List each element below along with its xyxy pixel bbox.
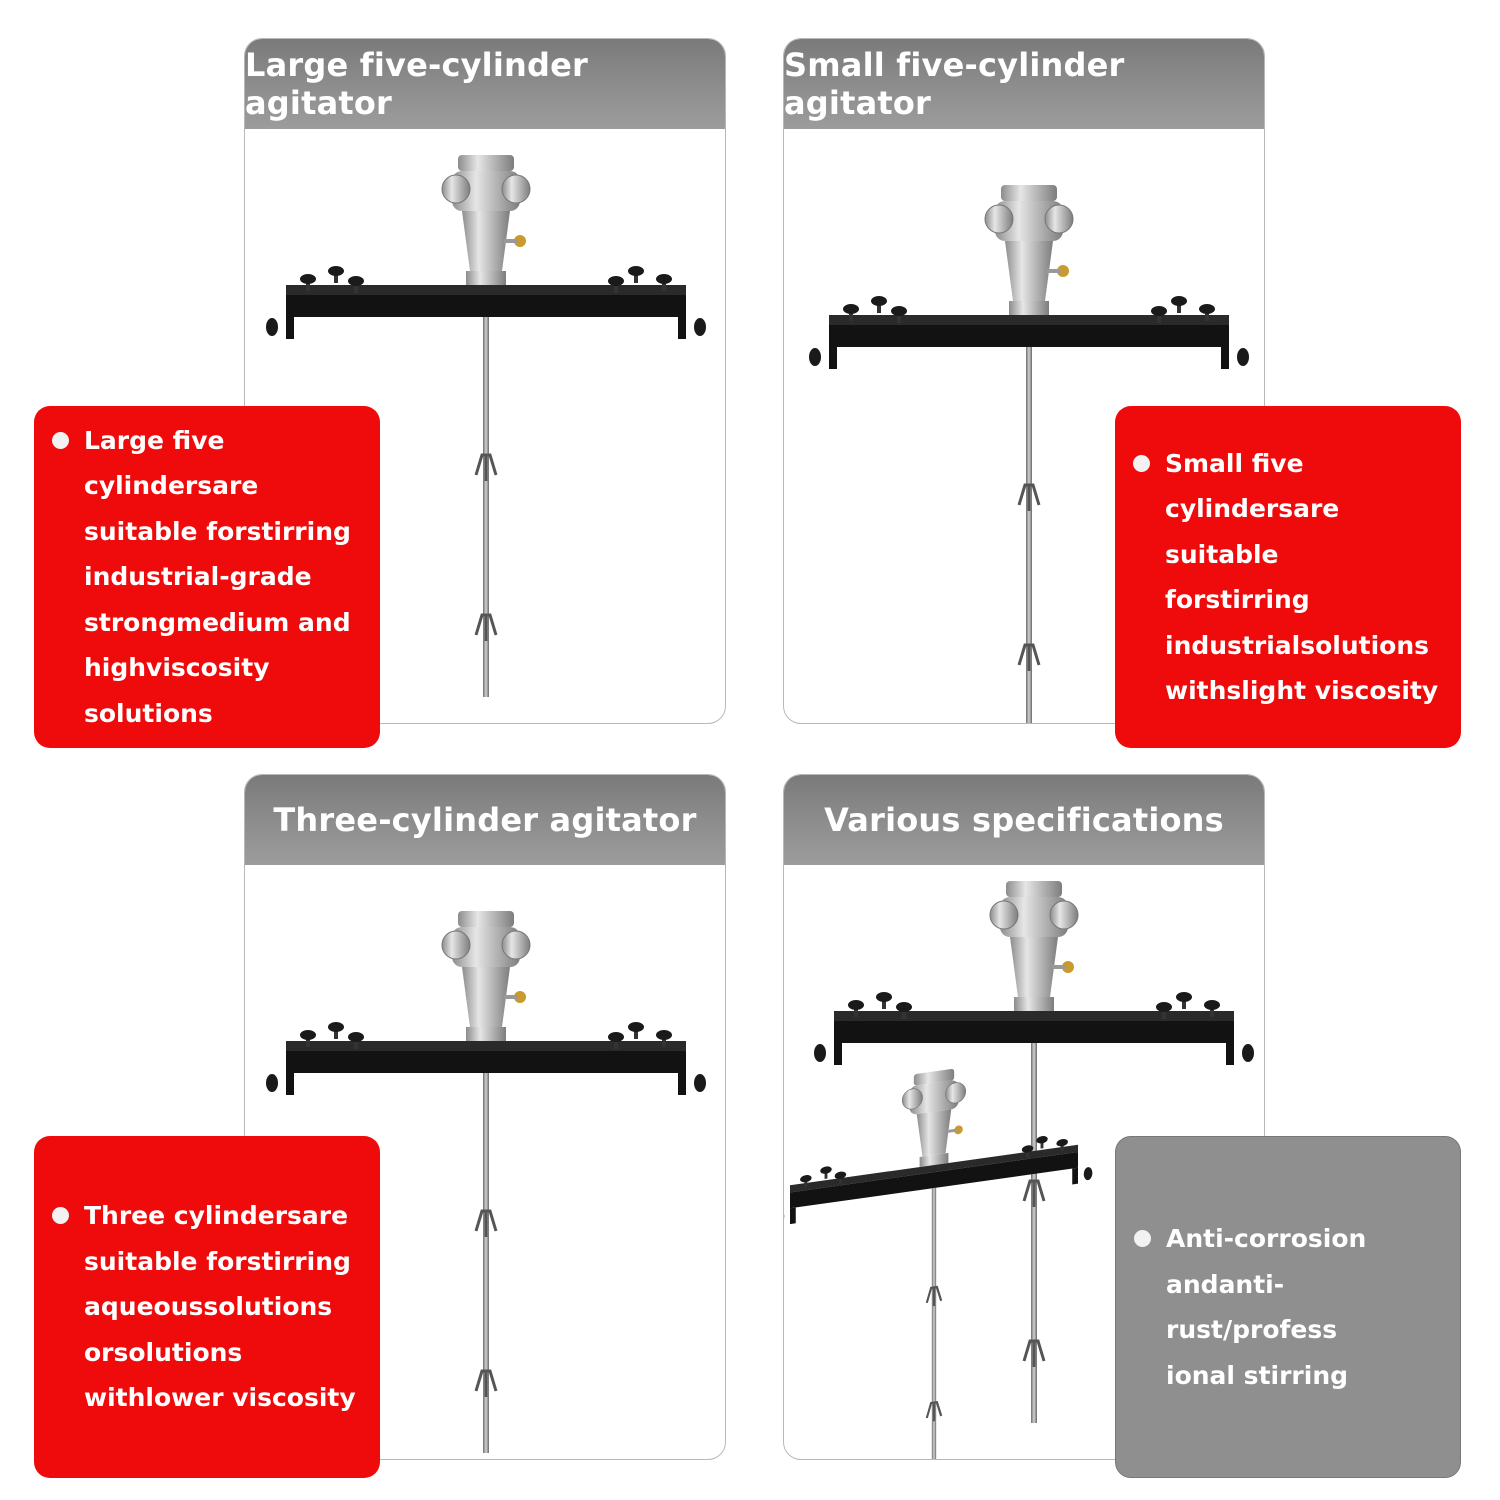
- note-text: Anti-corrosion andanti-rust/profess iona…: [1166, 1224, 1367, 1390]
- note-text: Large five cylindersare suitable forstir…: [84, 425, 351, 728]
- bullet-dot-icon: [1134, 1230, 1151, 1247]
- note-various-specifications: Anti-corrosion andanti-rust/profess iona…: [1115, 1136, 1461, 1478]
- note-large-five-cylinder: Large five cylindersare suitable forstir…: [34, 406, 380, 748]
- panel-title: Small five-cylinder agitator: [784, 39, 1264, 129]
- panel-title: Three-cylinder agitator: [245, 775, 725, 865]
- note-three-cylinder: Three cylindersare suitable forstirring …: [34, 1136, 380, 1478]
- panel-title: Various specifications: [784, 775, 1264, 865]
- note-text: Small five cylindersare suitable forstir…: [1165, 448, 1439, 706]
- note-text: Three cylindersare suitable forstirring …: [84, 1201, 356, 1413]
- bullet-dot-icon: [52, 1207, 69, 1225]
- note-small-five-cylinder: Small five cylindersare suitable forstir…: [1115, 406, 1461, 748]
- panel-title: Large five-cylinder agitator: [245, 39, 725, 129]
- bullet-dot-icon: [1133, 454, 1150, 472]
- bullet-dot-icon: [52, 431, 69, 449]
